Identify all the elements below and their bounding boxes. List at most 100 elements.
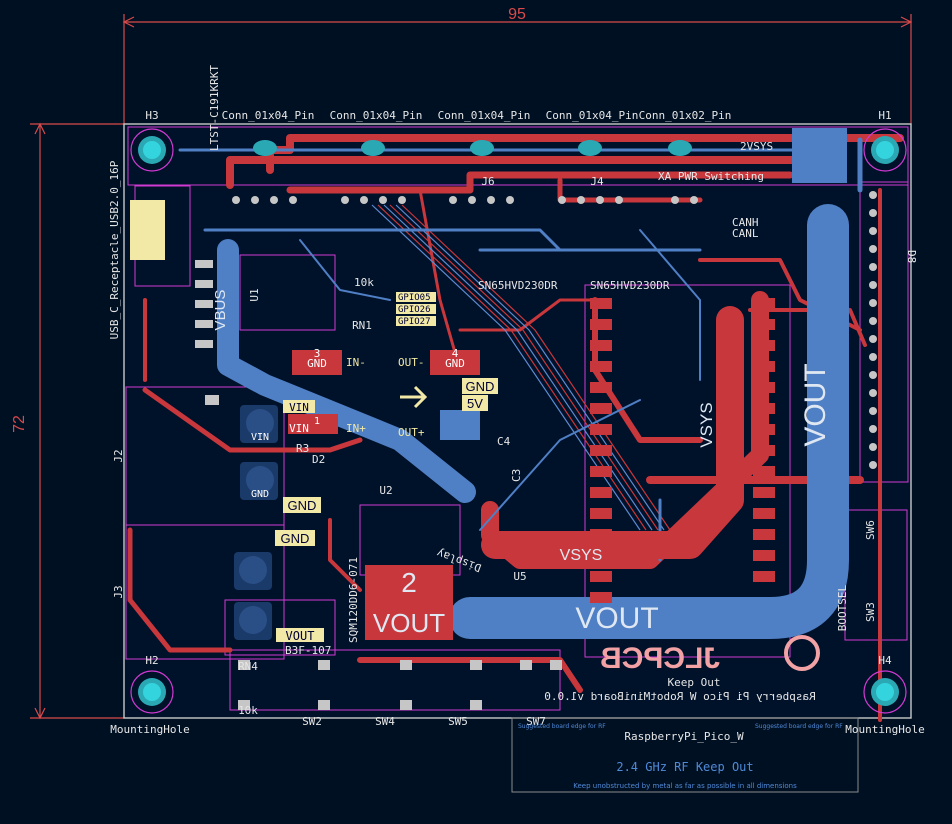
vout-terminal-label: VOUT bbox=[286, 629, 315, 643]
gpio05-label: GPIO05 bbox=[398, 293, 431, 303]
ref-h2: H2 bbox=[145, 654, 158, 667]
ref-rn1: RN1 bbox=[352, 319, 372, 332]
ref-rn4: RN4 bbox=[238, 660, 258, 673]
ref-sqm: SQM120DD6-071 bbox=[347, 557, 360, 643]
ref-r3: R3 bbox=[296, 442, 309, 455]
gnd-4-label: GND bbox=[445, 357, 465, 370]
ref-bootsel: BOOTSEL bbox=[836, 584, 849, 631]
pico-pads-right bbox=[753, 298, 775, 582]
ref-sw4: SW4 bbox=[375, 715, 395, 728]
ref-u1: U1 bbox=[248, 288, 261, 301]
in-minus-label: IN- bbox=[346, 356, 366, 369]
mounting-holes bbox=[130, 128, 907, 714]
ref-canl: CANL bbox=[732, 227, 759, 240]
rf-suggest-left: Suggested board edge for RF bbox=[518, 723, 606, 730]
ref-conn1: Conn_01x04_Pin bbox=[222, 109, 315, 122]
ref-ltst: LTST-C191KRKT bbox=[208, 65, 221, 151]
keepout-small-label: Keep Out bbox=[668, 676, 721, 689]
vin-pad-label: VIN bbox=[289, 422, 309, 435]
terminal-vin-label: VIN bbox=[251, 432, 269, 443]
gnd-3-label: GND bbox=[307, 357, 327, 370]
gnd-mid-label: GND bbox=[288, 498, 317, 513]
usb-c-footprint bbox=[130, 200, 165, 260]
ref-sn65-1: SN65HVD230DR bbox=[478, 279, 558, 292]
ref-mh-bl: MountingHole bbox=[110, 723, 189, 736]
ref-b3f: B3F-107 bbox=[285, 644, 331, 657]
in-plus-label: IN+ bbox=[346, 422, 366, 435]
tactile-switch-pads bbox=[238, 660, 562, 710]
vbus-pour bbox=[217, 239, 476, 503]
gnd-low-label: GND bbox=[281, 531, 310, 546]
vout-pad-number: 2 bbox=[401, 567, 417, 598]
vin-label: VIN bbox=[289, 401, 309, 414]
ref-pico: RaspberryPi_Pico_W bbox=[624, 730, 744, 743]
ref-usbc: USB_C_Receptacle_USB2.0_16P bbox=[108, 160, 121, 339]
vout-pad-net-label: VOUT bbox=[373, 608, 445, 638]
ref-sw7: SW7 bbox=[526, 715, 546, 728]
power-module-pads bbox=[288, 350, 480, 440]
gnd-top-label: GND bbox=[466, 379, 495, 394]
pad-3-label: 3 bbox=[314, 347, 321, 360]
jlcpcb-logo: JLCPCB bbox=[600, 635, 820, 675]
ref-mh-br: MountingHole bbox=[845, 723, 924, 736]
rf-keepout-note: Keep unobstructed by metal as far as pos… bbox=[573, 782, 797, 790]
ref-conn3: Conn_01x04_Pin bbox=[438, 109, 531, 122]
ref-sw6: SW6 bbox=[864, 520, 877, 540]
ref-u5: U5 bbox=[513, 570, 526, 583]
vout-right-net-label: VOUT bbox=[799, 363, 832, 446]
terminal-block-pads bbox=[234, 405, 278, 640]
out-minus-label: OUT- bbox=[398, 356, 425, 369]
ref-j6: J6 bbox=[481, 175, 494, 188]
vout-smd-pad bbox=[365, 565, 453, 640]
ref-c3: C3 bbox=[510, 469, 523, 482]
rf-keepout-outline bbox=[511, 717, 859, 793]
ref-j3: J3 bbox=[112, 585, 125, 598]
ref-rn4-value: 10k bbox=[238, 704, 258, 717]
ref-j2: J2 bbox=[112, 449, 125, 462]
gpio-tags: GPIO05 GPIO26 GPIO27 bbox=[396, 292, 436, 327]
ref-conn4: Conn_01x04_Pin bbox=[546, 109, 639, 122]
ref-d2: D2 bbox=[312, 453, 325, 466]
vsys-bottom-net-label: VSYS bbox=[560, 547, 603, 564]
ref-sw3: SW3 bbox=[864, 602, 877, 622]
ref-j4: J4 bbox=[590, 175, 604, 188]
jlcpcb-logo-text: JLCPCB bbox=[600, 642, 720, 675]
ref-2vsys: 2VSYS bbox=[740, 140, 773, 153]
vout-pour bbox=[449, 204, 849, 639]
reference-designators: H3 H1 H2 H4 MountingHole MountingHole Co… bbox=[108, 65, 925, 743]
pin-header-rows bbox=[232, 191, 877, 469]
height-dimension-label: 72 bbox=[11, 415, 28, 433]
vsys-front-pour bbox=[481, 306, 744, 559]
ref-h3: H3 bbox=[145, 109, 158, 122]
ref-conn2: Conn_01x04_Pin bbox=[330, 109, 423, 122]
usb-c-pins bbox=[195, 260, 219, 405]
five-v-label: 5V bbox=[467, 396, 483, 411]
ref-canh: CANH bbox=[732, 216, 759, 229]
gpio26-label: GPIO26 bbox=[398, 305, 431, 315]
vbus-net-label: VBUS bbox=[212, 290, 229, 331]
pad-4-label: 4 bbox=[452, 347, 459, 360]
ref-sw2: SW2 bbox=[302, 715, 322, 728]
ref-10k: 10k bbox=[354, 276, 374, 289]
ref-d8: D8 bbox=[905, 250, 918, 263]
width-dimension-label: 95 bbox=[508, 6, 526, 23]
ref-conn5: Conn_01x02_Pin bbox=[639, 109, 732, 122]
vsys-mid-net-label: VSYS bbox=[697, 402, 716, 447]
vout-bottom-net-label: VOUT bbox=[575, 602, 658, 635]
board-title-mirrored: Raspberry Pi Pico W RobotMiniBoard v1.0.… bbox=[544, 690, 816, 703]
pad-1-label: 1 bbox=[314, 416, 320, 427]
width-dimension bbox=[122, 14, 913, 124]
ref-sw5: SW5 bbox=[448, 715, 468, 728]
ref-h4: H4 bbox=[878, 654, 892, 667]
ref-u2: U2 bbox=[379, 484, 392, 497]
ref-pwr-switching: XA PWR Switching bbox=[658, 170, 764, 183]
ref-sn65-2: SN65HVD230DR bbox=[590, 279, 670, 292]
gpio27-label: GPIO27 bbox=[398, 317, 431, 327]
pwr-switch-pour bbox=[792, 128, 847, 183]
diagonal-bus-traces bbox=[371, 204, 671, 531]
connector-pads-top bbox=[253, 140, 692, 156]
rf-keepout-title: 2.4 GHz RF Keep Out bbox=[616, 760, 753, 774]
height-dimension bbox=[30, 122, 124, 720]
ref-h1: H1 bbox=[878, 109, 891, 122]
